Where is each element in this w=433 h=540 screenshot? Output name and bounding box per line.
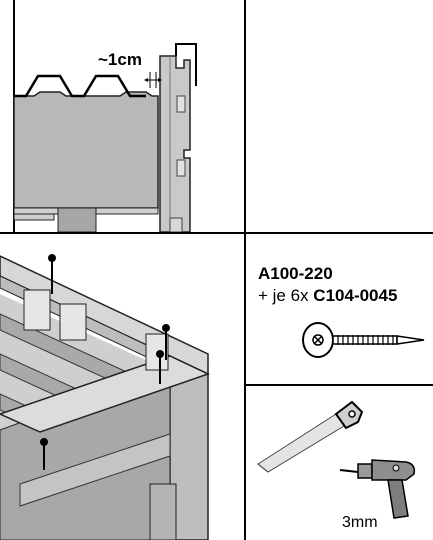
- screw-quantity-line: + je 6x C104-0045: [258, 286, 397, 306]
- side-view-illustration: [13, 0, 197, 232]
- gap-label: ~1cm: [98, 50, 142, 69]
- screw-icon: [302, 322, 425, 358]
- drill-size-label: 3mm: [342, 514, 378, 531]
- panel-parts: A100-220 + je 6x C104-0045: [246, 234, 433, 384]
- screw-number: C104-0045: [313, 286, 398, 305]
- divider-vertical: [244, 0, 246, 540]
- panel-side-view: ~1cm: [0, 0, 244, 232]
- panel-frame-perspective: [0, 234, 244, 540]
- drill-icon: [339, 459, 416, 519]
- frame-illustration: [0, 254, 210, 540]
- panel-tools: 3mm: [246, 386, 433, 540]
- saw-icon: [257, 400, 364, 473]
- screw-prefix: + je 6x: [258, 286, 309, 305]
- panel-empty: [246, 0, 433, 232]
- divider-horizontal-right: [244, 384, 433, 386]
- part-number: A100-220: [258, 264, 333, 283]
- divider-horizontal-main: [0, 232, 433, 234]
